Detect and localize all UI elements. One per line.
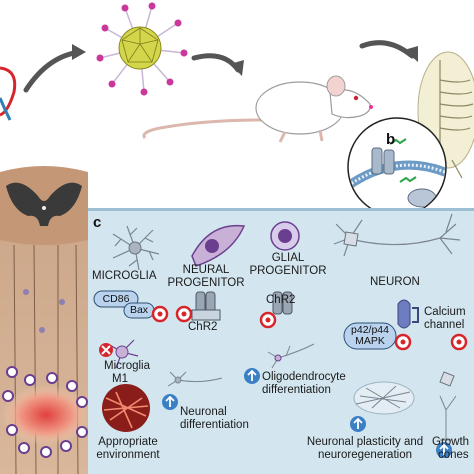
target-icon (151, 305, 169, 323)
growth-cones-label: Growth cones (432, 436, 470, 461)
up-arrow-icon (436, 442, 452, 458)
glial-progenitor-label: GLIAL PROGENITOR (249, 252, 327, 277)
neural-progenitor-icon (191, 224, 246, 267)
panel-letter-b: b (386, 131, 396, 148)
bax-label: Bax (129, 304, 149, 316)
target-icon (394, 333, 412, 351)
mapk-label: p42/p44 MAPK (351, 324, 389, 347)
x-mark-icon (99, 343, 113, 357)
panel-letter-c: c (93, 214, 102, 231)
neural-progenitor-label: NEURAL PROGENITOR (167, 264, 245, 289)
target-icon (259, 311, 277, 329)
chr2-left-label: ChR2 (188, 321, 218, 333)
calcium-channel-label: Calcium channel (424, 306, 466, 331)
membrane-inset-icon (347, 117, 447, 217)
syringe-fragment (0, 66, 17, 121)
target-icon (450, 333, 468, 351)
neural-network-icon (353, 381, 415, 415)
microglia-label: MICROGLIA (92, 270, 157, 282)
curved-arrow-icon (23, 44, 86, 93)
up-arrow-icon (162, 394, 178, 410)
up-arrow-icon (244, 368, 260, 384)
microglia-m1-icon (107, 339, 139, 369)
appropriate-environment-label: Appropriate environment (96, 436, 160, 461)
oligodendrocyte-differentiation-label: Oligodendrocyte differentiation (262, 371, 346, 396)
curved-arrow-icon (191, 53, 244, 76)
microglia-m1-label: Microglia M1 (104, 360, 151, 385)
microglia-cell-icon (112, 225, 160, 271)
target-icon (175, 305, 193, 323)
differentiating-neuron-icon (167, 343, 315, 387)
rat-icon (142, 75, 373, 143)
neuron-icon (333, 213, 461, 257)
spinal-cord-icon (0, 166, 90, 474)
neuronal-differentiation-label: Neuronal differentiation (180, 406, 249, 431)
mapk-pill (343, 322, 397, 350)
cd86-pill (93, 290, 139, 308)
curved-arrow-icon (359, 40, 418, 62)
cd86-label: CD86 (102, 293, 130, 305)
neuron-label: NEURON (370, 276, 420, 288)
nanoparticle-icon (96, 2, 188, 96)
neuronal-plasticity-label: Neuronal plasticity and neuroregeneratio… (306, 436, 424, 461)
chr2-channel-left (191, 291, 221, 321)
chr2-right-label: ChR2 (266, 294, 296, 306)
up-arrow-icon (350, 416, 366, 432)
glial-progenitor-icon (270, 221, 300, 251)
calcium-channel-icon (397, 299, 419, 329)
growth-cone-icon (439, 371, 457, 441)
environment-icon (102, 384, 150, 432)
chr2-channel-right (272, 291, 293, 315)
